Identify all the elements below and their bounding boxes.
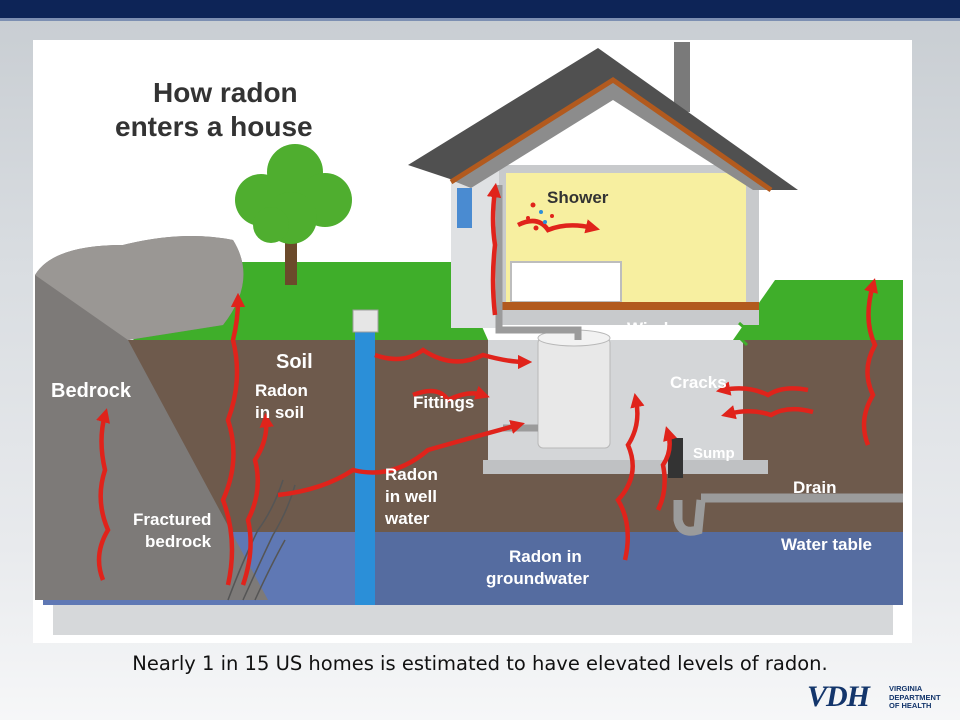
house-pipe [495, 185, 582, 340]
fracture-lines [227, 479, 296, 601]
radon-diagram: How radon enters a house Shower Windows … [33, 40, 912, 643]
roof-dark [408, 48, 798, 190]
basement [488, 340, 743, 460]
well-pipe [355, 330, 375, 605]
label-radon-in-soil-2: in soil [255, 403, 304, 422]
slide-caption: Nearly 1 in 15 US homes is estimated to … [132, 652, 828, 675]
radon-illustration: How radon enters a house Shower Windows … [35, 42, 903, 635]
chimney [674, 42, 690, 112]
label-radon-well-1: Radon [385, 465, 438, 484]
bathtub [510, 261, 622, 303]
groundwater-shade [363, 532, 903, 605]
vdh-name-line3: OF HEALTH [889, 701, 932, 710]
well-cap [352, 309, 379, 333]
vdh-logo-mark: VDH [807, 680, 870, 713]
floor-slab [499, 302, 759, 310]
label-radon-well-2: in well [385, 487, 437, 506]
vdh-logo-name: VIRGINIA DEPARTMENT OF HEALTH [889, 684, 941, 711]
drain-pipe [673, 493, 903, 536]
tree-trunk [285, 235, 297, 285]
label-groundwater-2: groundwater [486, 569, 589, 588]
bedrock-top [35, 236, 244, 340]
vdh-name-line1: VIRGINIA [889, 684, 923, 693]
vdh-name-line2: DEPARTMENT [889, 692, 941, 702]
grass-right [733, 280, 903, 340]
header-bar [0, 0, 960, 18]
label-groundwater-1: Radon in [509, 547, 582, 566]
side-window [457, 188, 472, 228]
vdh-logo: VDH VIRGINIA DEPARTMENT OF HEALTH [807, 682, 957, 714]
label-fractured-2: bedrock [145, 532, 212, 551]
label-drain: Drain [793, 478, 836, 497]
roof-light [451, 80, 768, 190]
radon-arrows [96, 182, 878, 586]
label-bedrock: Bedrock [51, 380, 132, 402]
tree-crown [235, 144, 352, 244]
basement-floor [483, 460, 768, 474]
roof-trim [449, 77, 773, 193]
label-shower: Shower [547, 188, 609, 207]
shower-droplets [526, 202, 554, 231]
diagram-title-line1: How radon [153, 77, 298, 108]
diagram-title-line2: enters a house [115, 111, 313, 142]
label-fittings: Fittings [413, 393, 474, 412]
header-accent-line [0, 18, 960, 21]
label-windows: Windows [627, 319, 701, 338]
label-radon-in-soil-1: Radon [255, 381, 308, 400]
label-soil: Soil [276, 351, 313, 373]
label-radon-well-3: water [384, 509, 430, 528]
label-sump: Sump [693, 445, 735, 462]
label-cracks: Cracks [670, 373, 727, 392]
window-marker [736, 321, 750, 347]
water-heater [537, 337, 611, 449]
label-fractured-1: Fractured [133, 510, 211, 529]
sump-pit [668, 438, 683, 478]
label-water-table: Water table [781, 535, 872, 554]
ground-shadow [53, 605, 893, 635]
